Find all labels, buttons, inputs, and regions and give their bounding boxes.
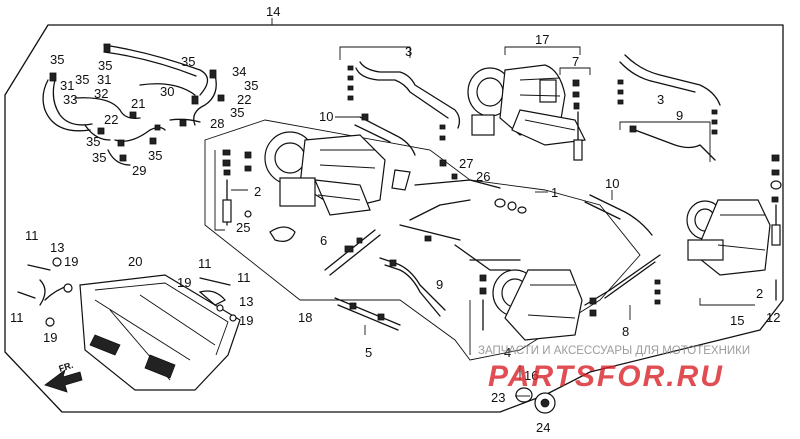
label-21: 21 (131, 96, 145, 111)
label-9-right: 9 (676, 108, 683, 123)
part-1-linkage (391, 159, 548, 242)
label-1: 1 (551, 185, 558, 200)
label-25: 25 (236, 220, 250, 235)
label-26: 26 (476, 169, 490, 184)
label-17: 17 (535, 32, 549, 47)
fuel-hose-assembly (42, 43, 225, 166)
label-8: 8 (622, 324, 629, 339)
label-35-f: 35 (230, 105, 244, 120)
label-31-a: 31 (60, 78, 74, 93)
label-11-b: 11 (10, 310, 24, 325)
label-4: 4 (504, 345, 511, 360)
part-25-screw (244, 210, 296, 242)
label-15: 15 (730, 313, 744, 328)
part-2-left-jet (214, 149, 252, 231)
label-35-b: 35 (98, 58, 112, 73)
part-10-right-rod (584, 190, 653, 236)
part-8-throttle-rod (584, 254, 661, 320)
watermark: ЗАПЧАСТИ И АКСЕССУАРЫ ДЛЯ МОТОТЕХНИКИ PA… (478, 345, 750, 393)
part-2-right-jet (770, 154, 782, 246)
label-27: 27 (459, 156, 473, 171)
parts-16-23-24 (515, 365, 556, 414)
part-5-spring-rod (334, 297, 401, 335)
watermark-brand: PARTSFOR.RU (488, 360, 724, 393)
label-19-d: 19 (239, 313, 253, 328)
label-22-b: 22 (237, 92, 251, 107)
part-3-right-link-rod (617, 54, 721, 135)
carburetor-bank-center (264, 131, 386, 216)
label-29: 29 (132, 163, 146, 178)
part-3-upper-link-rod (339, 46, 461, 141)
label-2-left: 2 (254, 184, 261, 199)
label-22-a: 22 (104, 112, 118, 127)
part-17-carburetor-top (467, 46, 586, 146)
label-31-b: 31 (97, 72, 111, 87)
label-16: 16 (524, 368, 538, 383)
label-23: 23 (491, 390, 505, 405)
label-9-center: 9 (436, 277, 443, 292)
label-24: 24 (536, 420, 550, 435)
label-11-d: 11 (237, 270, 251, 285)
part-9-throttle-link (619, 121, 716, 162)
label-11-a: 11 (25, 228, 39, 243)
label-5: 5 (365, 345, 372, 360)
part-number-labels: 14 3 17 7 3 35 35 35 34 31 35 31 33 32 3… (10, 4, 780, 435)
label-20: 20 (128, 254, 142, 269)
watermark-tagline: ЗАПЧАСТИ И АКСЕССУАРЫ ДЛЯ МОТОТЕХНИКИ (478, 345, 750, 357)
label-19-c: 19 (177, 275, 191, 290)
label-10-upper: 10 (319, 109, 333, 124)
label-10-right: 10 (605, 176, 619, 191)
label-35-i: 35 (92, 150, 106, 165)
fittings-center (198, 277, 237, 322)
label-12: 12 (766, 310, 780, 325)
label-34: 34 (232, 64, 246, 79)
label-30: 30 (160, 84, 174, 99)
part-4-carburetor-lower (454, 244, 583, 355)
part-15-carburetor-right (686, 199, 771, 306)
label-11-c: 11 (198, 256, 212, 271)
part-9-center-link (379, 257, 446, 317)
part-20-air-box-tray (79, 274, 241, 391)
label-32: 32 (94, 86, 108, 101)
label-7: 7 (572, 54, 579, 69)
part-7-needle-jet (559, 67, 591, 161)
label-2-right: 2 (756, 286, 763, 301)
label-3-right: 3 (657, 92, 664, 107)
label-33: 33 (63, 92, 77, 107)
label-19-b: 19 (43, 330, 57, 345)
label-35-a: 35 (50, 52, 64, 67)
fr-label: FR. (58, 360, 75, 374)
label-3-top: 3 (405, 44, 412, 59)
part-6-spring-rod (324, 229, 381, 276)
label-35-c: 35 (181, 54, 195, 69)
label-13-b: 13 (239, 294, 253, 309)
label-13-a: 13 (50, 240, 64, 255)
label-35-e: 35 (244, 78, 258, 93)
fittings-left (17, 257, 73, 327)
label-35-g: 35 (86, 134, 100, 149)
label-35-d: 35 (75, 72, 89, 87)
front-direction-arrow: FR. (44, 360, 83, 393)
label-35-h: 35 (148, 148, 162, 163)
label-28: 28 (210, 116, 224, 131)
label-14: 14 (266, 4, 280, 19)
label-6: 6 (320, 233, 327, 248)
label-19-a: 19 (64, 254, 78, 269)
label-18: 18 (298, 310, 312, 325)
part-10-upper-rod (335, 113, 416, 156)
